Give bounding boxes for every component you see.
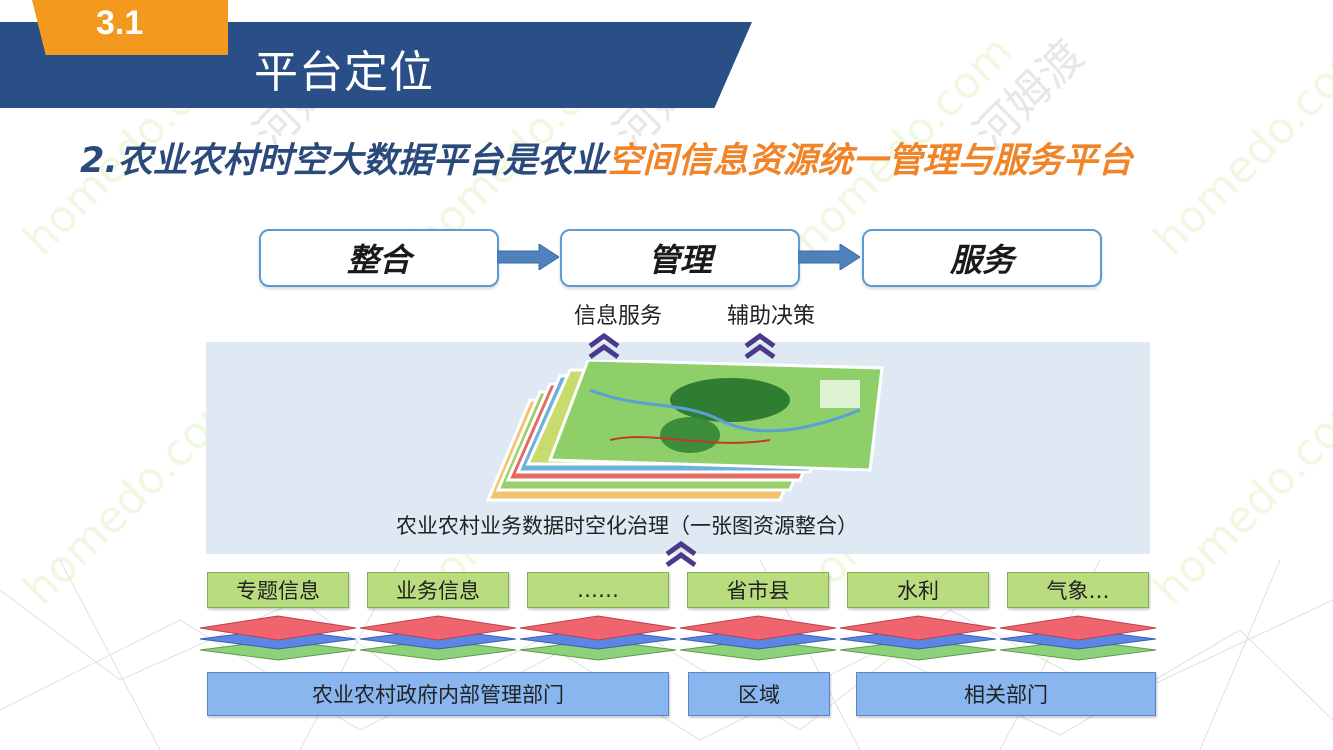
section-badge	[32, 0, 228, 55]
subtitle-part-orange: 空间信息资源统一管理与服务平台	[607, 141, 1133, 181]
flow-step-serve: 服务	[862, 229, 1102, 287]
double-chevron-up-icon	[665, 540, 697, 568]
subtitle-part-dark: 2.农业农村时空大数据平台是农业	[80, 141, 608, 181]
arrow-right-icon	[497, 244, 559, 270]
data-source-box: ……	[527, 572, 669, 608]
watermark-text: homedo.com	[1143, 26, 1333, 265]
page-title: 平台定位	[254, 47, 434, 98]
flow-step-manage: 管理	[560, 229, 800, 287]
data-source-box: 省市县	[687, 572, 829, 608]
data-layers-illustration	[199, 615, 1157, 661]
flow-step-integrate: 整合	[259, 229, 499, 287]
department-box-related: 相关部门	[856, 672, 1156, 716]
slide-subtitle: 2.农业农村时空大数据平台是农业空间信息资源统一管理与服务平台	[80, 132, 1133, 183]
department-box-region: 区域	[688, 672, 830, 716]
data-source-box: 专题信息	[207, 572, 349, 608]
department-box-internal: 农业农村政府内部管理部门	[207, 672, 669, 716]
service-label-info: 信息服务	[574, 304, 663, 329]
data-source-box: 气象…	[1007, 572, 1149, 608]
double-chevron-up-icon	[744, 332, 776, 360]
data-source-box: 业务信息	[367, 572, 509, 608]
data-source-box: 水利	[847, 572, 989, 608]
panel-caption: 农业农村业务数据时空化治理（一张图资源整合）	[396, 514, 858, 538]
double-chevron-up-icon	[588, 332, 620, 360]
arrow-right-icon	[798, 244, 860, 270]
map-stack-illustration	[485, 360, 884, 502]
service-label-decision: 辅助决策	[727, 304, 816, 329]
section-number: 3.1	[96, 4, 144, 42]
